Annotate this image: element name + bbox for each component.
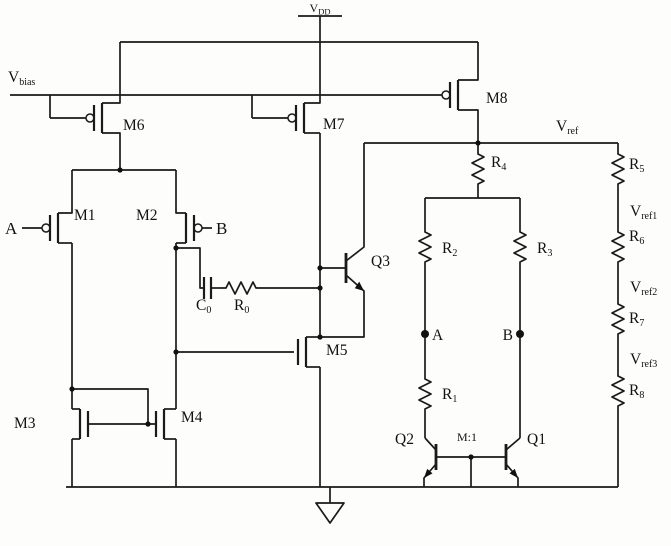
m5-label: M5 xyxy=(326,342,348,359)
q1-label: Q1 xyxy=(527,431,546,448)
junction-dot xyxy=(173,349,179,355)
vref-label: Vref xyxy=(556,118,579,137)
m2-label: M2 xyxy=(136,207,158,224)
m3-diode-wire xyxy=(72,388,149,424)
r5-resistor xyxy=(611,149,625,191)
r0-resistor xyxy=(221,281,263,295)
r6-resistor xyxy=(611,227,625,269)
r2-label: R2 xyxy=(442,240,457,259)
c0-label: C0 xyxy=(196,297,211,316)
m7-transistor xyxy=(252,42,321,134)
compensation-network xyxy=(176,247,320,299)
drain-lead xyxy=(102,132,121,170)
comp-left-wire xyxy=(176,247,204,289)
ground-icon xyxy=(315,502,345,524)
junction-dot xyxy=(145,421,151,427)
r2-resistor xyxy=(418,227,432,269)
pmos-bubble-icon xyxy=(193,223,203,233)
node-a-dot xyxy=(421,330,429,338)
r7-resistor xyxy=(611,299,625,341)
emitter-arrow-icon xyxy=(509,468,518,478)
m6-label: M6 xyxy=(123,117,145,134)
m4-transistor xyxy=(154,408,176,440)
r1-label: R1 xyxy=(442,386,457,405)
r0-label: R0 xyxy=(234,297,249,316)
m8-transistor xyxy=(441,42,479,143)
input-a-label: A xyxy=(5,219,18,238)
r1-resistor xyxy=(418,374,432,416)
source-lead xyxy=(102,42,121,104)
m3-label: M3 xyxy=(14,415,36,432)
vbias-rail: Vbias xyxy=(8,69,442,118)
emitter-arrow-icon xyxy=(424,468,433,478)
vref3-label: Vref3 xyxy=(630,351,657,370)
node-b-label: B xyxy=(503,327,513,344)
m6-transistor xyxy=(50,42,121,170)
m4-label: M4 xyxy=(181,409,203,426)
node-b-dot xyxy=(516,330,524,338)
source-lead xyxy=(458,42,479,81)
q2-label: Q2 xyxy=(395,431,414,448)
r8-label: R8 xyxy=(629,382,644,401)
r4-resistor xyxy=(471,149,485,191)
collector-lead xyxy=(424,437,437,451)
source-lead xyxy=(58,170,73,214)
source-lead xyxy=(304,42,321,104)
junction-dots xyxy=(69,140,524,460)
emitter-lead xyxy=(320,274,365,338)
q3-transistor xyxy=(320,143,365,338)
q3-label: Q3 xyxy=(371,253,390,270)
vdd-label: VDD xyxy=(310,1,331,17)
interconnect-wires xyxy=(71,133,619,487)
r5-label: R5 xyxy=(629,156,644,175)
r3-label: R3 xyxy=(537,240,552,259)
vdd-supply: VDD xyxy=(120,1,478,43)
r6-label: R6 xyxy=(629,228,644,247)
r4-label: R4 xyxy=(491,154,506,173)
r3-resistor xyxy=(513,227,527,269)
m1-transistor xyxy=(22,170,73,244)
r8-resistor xyxy=(611,371,625,413)
m5-transistor xyxy=(296,336,320,368)
junction-dot xyxy=(317,285,323,291)
bjt-ratio-label: M:1 xyxy=(457,430,477,444)
junction-dot xyxy=(475,140,481,146)
r4-bottom-split-wire xyxy=(424,190,521,228)
drain-lead xyxy=(458,109,479,143)
junction-dot xyxy=(317,265,323,271)
m7-label: M7 xyxy=(323,116,345,133)
ground-rail xyxy=(66,486,618,524)
junction-dot xyxy=(69,386,75,392)
emitter-arrow-icon xyxy=(354,281,364,291)
source-lead xyxy=(175,170,186,214)
vref2-label: Vref2 xyxy=(630,279,657,298)
pmos-bubble-icon xyxy=(85,113,95,123)
input-b-label: B xyxy=(216,219,227,238)
m1-label: M1 xyxy=(74,207,96,224)
vbias-rail-wire xyxy=(10,94,442,118)
collector-lead xyxy=(345,143,365,262)
pmos-bubble-icon xyxy=(41,223,51,233)
junction-dot xyxy=(117,167,123,173)
pmos-bubble-icon xyxy=(287,113,297,123)
collector-lead xyxy=(505,437,521,451)
junction-dot xyxy=(317,334,323,340)
m8-label: M8 xyxy=(486,90,508,107)
r7-label: R7 xyxy=(629,310,644,329)
q2-transistor xyxy=(423,437,438,487)
pmos-bubble-icon xyxy=(441,90,451,100)
vbias-label: Vbias xyxy=(8,69,35,88)
bjt-base-tie-wire xyxy=(436,456,506,487)
junction-dot xyxy=(468,454,474,460)
q1-transistor xyxy=(504,437,521,487)
m3-transistor xyxy=(72,408,156,440)
m2-transistor xyxy=(175,170,212,244)
vref1-label: Vref1 xyxy=(630,203,657,222)
node-a-label: A xyxy=(432,327,444,344)
junction-dot xyxy=(173,245,179,251)
